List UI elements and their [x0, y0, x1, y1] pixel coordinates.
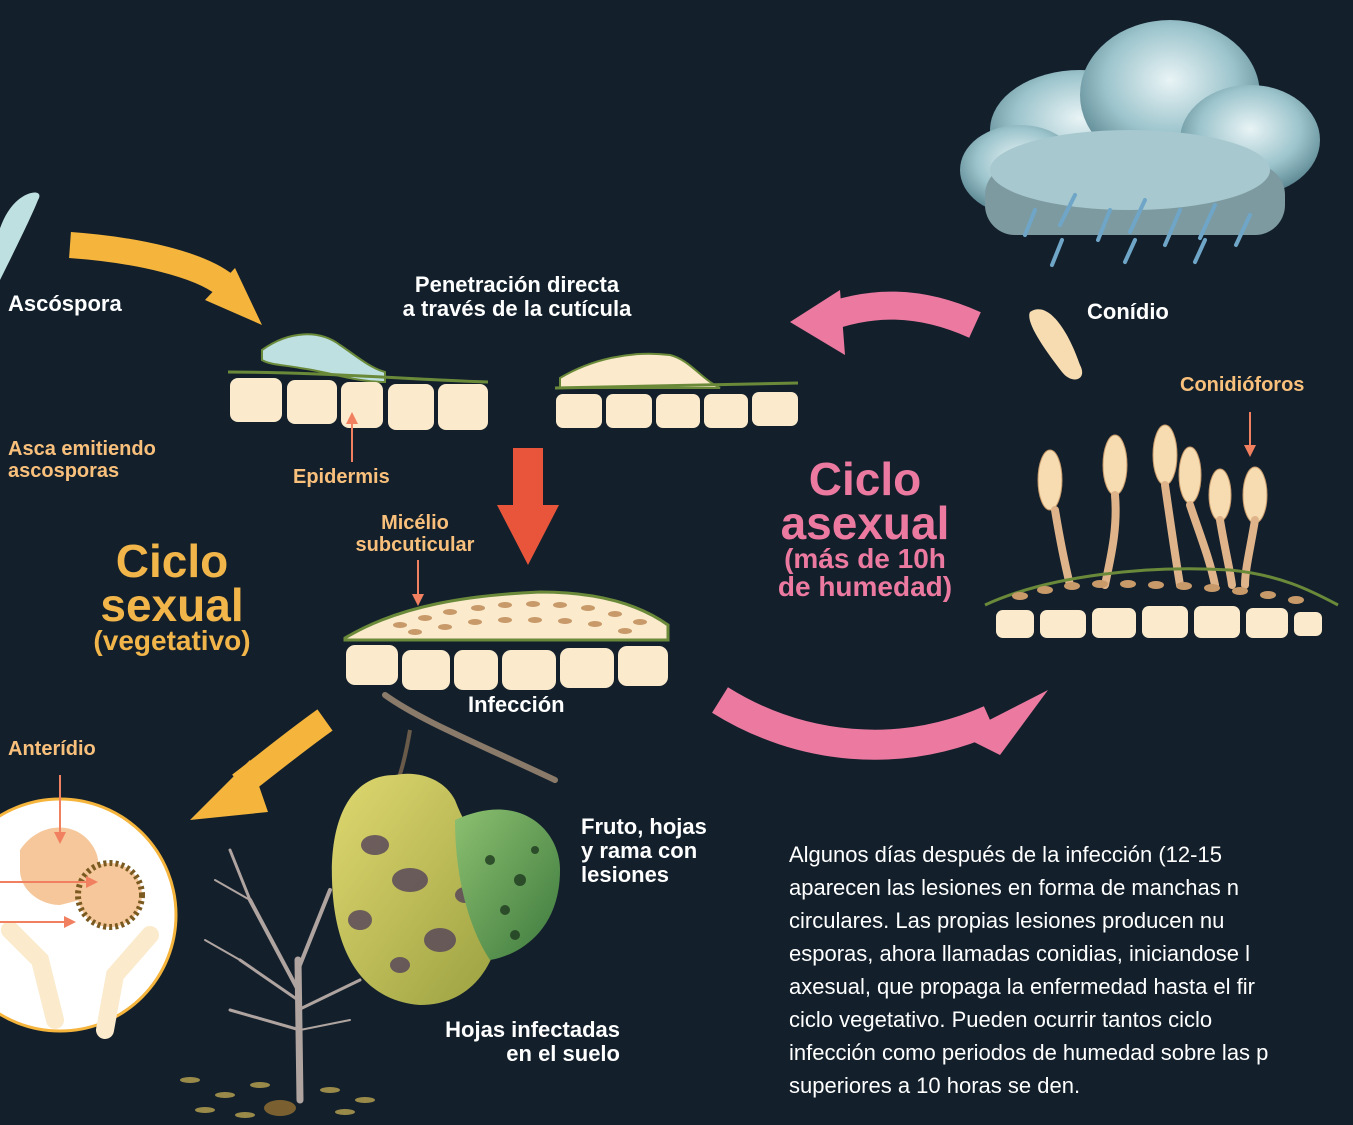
paragraph-line: Algunos días después de la infección (12…: [789, 838, 1353, 871]
epidermis-label: Epidermis: [293, 466, 390, 488]
anteridio-label: Anterídio: [8, 738, 96, 760]
anteridium-circle: [0, 775, 176, 1031]
penetration-cells-right: [555, 354, 798, 428]
fruto-label: Fruto, hojas y rama con lesiones: [581, 815, 707, 888]
paragraph-line: superiores a 10 horas se den.: [789, 1069, 1353, 1102]
arrow-conidium-to-penetration: [790, 290, 975, 355]
description-paragraph: Algunos días después de la infección (12…: [789, 838, 1353, 1102]
micelio-pointer: [412, 560, 424, 606]
fruto-line-1: Fruto, hojas: [581, 815, 707, 839]
ascospore-shape: [0, 193, 39, 301]
conidium-spore: [1029, 309, 1082, 379]
conidiophores: [985, 425, 1338, 638]
asexual-subtitle-1: (más de 10h: [745, 545, 985, 573]
paragraph-line: circulares. Las propias lesiones produce…: [789, 904, 1353, 937]
micelio-line-1: Micélio: [355, 512, 475, 534]
infection-tissue: [345, 592, 668, 690]
penetracion-line-1: Penetración directa: [377, 273, 657, 297]
arrow-penetration-to-infection: [497, 448, 559, 565]
infeccion-label: Infección: [468, 693, 565, 717]
rain-cloud: [960, 20, 1320, 265]
fruto-line-2: y rama con: [581, 839, 707, 863]
penetracion-label: Penetración directa a través de la cutíc…: [377, 273, 657, 321]
asca-line-2: ascosporas: [8, 460, 156, 482]
paragraph-line: esporas, ahora llamadas conidias, inicia…: [789, 937, 1353, 970]
fruto-line-3: lesiones: [581, 863, 707, 887]
sexual-cycle-title: Ciclo sexual (vegetativo): [62, 540, 282, 655]
sexual-subtitle: (vegetativo): [62, 627, 282, 655]
penetration-cells-left: [228, 334, 488, 430]
sexual-title-1: Ciclo: [62, 540, 282, 584]
asexual-title-2: asexual: [745, 502, 985, 546]
micelio-label: Micélio subcuticular: [355, 512, 475, 556]
asexual-subtitle-2: de humedad): [745, 573, 985, 601]
fallen-leaves: [180, 1077, 375, 1118]
asca-line-1: Asca emitiendo: [8, 438, 156, 460]
hojas-suelo-label: Hojas infectadas en el suelo: [405, 1018, 620, 1066]
conidiophores-pointer: [1244, 412, 1256, 457]
arrow-infection-to-conidiophores: [720, 690, 1048, 755]
arrow-infection-to-anteridium: [190, 720, 325, 820]
micelio-line-2: subcuticular: [355, 534, 475, 556]
paragraph-line: axesual, que propaga la enfermedad hasta…: [789, 970, 1353, 1003]
paragraph-line: infección como periodos de humedad sobre…: [789, 1036, 1353, 1069]
paragraph-line: ciclo vegetativo. Pueden ocurrir tantos …: [789, 1003, 1353, 1036]
fruit-leaf-branch: [332, 695, 560, 1005]
asexual-title-1: Ciclo: [745, 458, 985, 502]
asexual-cycle-title: Ciclo asexual (más de 10h de humedad): [745, 458, 985, 601]
conidio-label: Conídio: [1087, 300, 1169, 324]
sexual-title-2: sexual: [62, 584, 282, 628]
ascospora-label: Ascóspora: [8, 292, 122, 316]
hojas-line-1: Hojas infectadas: [405, 1018, 620, 1042]
penetracion-line-2: a través de la cutícula: [377, 297, 657, 321]
hojas-line-2: en el suelo: [405, 1042, 620, 1066]
conidioforos-label: Conidióforos: [1180, 374, 1304, 396]
paragraph-line: aparecen las lesiones en forma de mancha…: [789, 871, 1353, 904]
asca-label: Asca emitiendo ascosporas: [8, 438, 156, 482]
